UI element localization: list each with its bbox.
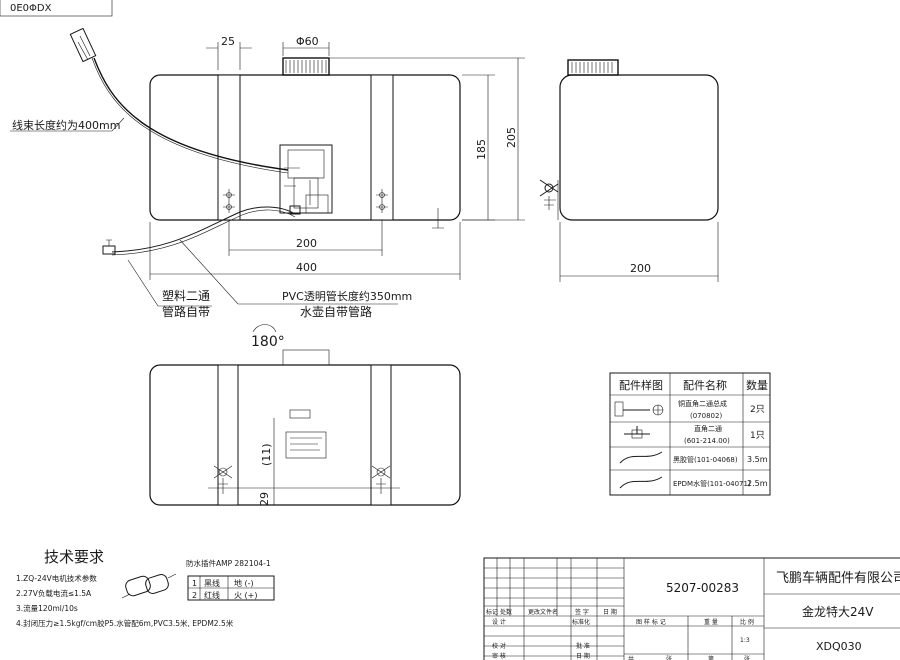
dim-strap-width: 25 <box>221 35 235 48</box>
tech-title: 技术要求 <box>44 548 104 566</box>
title-block: 标记 处数 更改文件名 签 字 日 期 设 计 校 对 审 核 标准化 批 准 … <box>483 557 900 660</box>
wire-1-color: 黑线 <box>204 578 220 588</box>
part-icon-epdm-hose <box>619 476 663 489</box>
dim-bottom-11: (11) <box>260 443 273 466</box>
strap-left-bottom <box>217 364 239 506</box>
part-2-code: (601-214.00) <box>684 437 730 445</box>
part-2-name: 直角二通 <box>694 424 722 433</box>
callout-tee-1: 塑料二通 <box>162 288 210 303</box>
bottom-view: 180° (11) 29 <box>149 324 461 506</box>
filler-cap-bottom <box>282 349 330 366</box>
label-plate <box>285 431 327 459</box>
tb-row-review: 审 核 <box>492 652 506 660</box>
dim-length-400: 400 <box>296 261 317 274</box>
strap-right-bottom <box>370 364 392 506</box>
dim-cap-diameter: Φ60 <box>296 35 319 48</box>
tb-drawing-no: 5207-00283 <box>666 581 739 595</box>
wire-2-label: 火 (+) <box>234 591 258 600</box>
tb-row-design: 设 计 <box>492 618 506 626</box>
dim-length-200: 200 <box>296 237 317 250</box>
tb-stage-label: 图 样 标 记 <box>636 618 666 626</box>
callout-pvc-1: PVC透明管长度约350mm <box>282 289 412 303</box>
tank-body-bottom <box>149 364 461 506</box>
tb-header-1: 标记 <box>486 608 498 616</box>
tb-sheet-4: 张 <box>744 655 750 660</box>
dim-height-185: 185 <box>475 139 488 160</box>
part-icon-copper-tee <box>614 401 664 417</box>
tb-product: 金龙特大24V <box>802 604 874 619</box>
wire-harness <box>69 27 289 174</box>
side-bracket <box>539 179 559 220</box>
wire-1-no: 1 <box>192 579 197 588</box>
tech-item-1: 1.ZQ-24V电机技术参数 <box>16 573 97 583</box>
tb-scale-value: 1:3 <box>740 637 750 644</box>
tb-mid-date: 日 期 <box>576 652 590 660</box>
tb-weight-label: 重 量 <box>704 618 718 626</box>
wire-2-color: 红线 <box>204 590 220 600</box>
tb-header-2: 处数 <box>500 608 512 616</box>
tech-item-2: 2.27V负载电流≤1.5A <box>16 588 92 598</box>
doc-code: 0E0ΦDX <box>10 3 52 14</box>
tb-company: 飞鹏车辆配件有限公司 <box>776 570 900 586</box>
connector-icon <box>121 573 177 599</box>
doc-code-box: 0E0ΦDX <box>0 0 113 17</box>
parts-header-image: 配件样图 <box>619 378 663 392</box>
part-1-code: (070802) <box>690 412 722 420</box>
dims-front: 25 Φ60 185 205 200 400 <box>149 35 525 280</box>
tank-body-front <box>149 74 461 221</box>
part-4-name: EPDM水管(101-04071) <box>673 479 751 488</box>
callout-pvc-2: 水壶自带管路 <box>300 304 372 319</box>
tb-code: XDQ030 <box>816 640 862 653</box>
dim-bottom-29: 29 <box>258 492 271 506</box>
pump-assembly <box>279 144 333 215</box>
tb-row-check: 校 对 <box>492 642 506 650</box>
tech-item-4: 4.封闭压力≥1.5kgf/cm胶P5.水管配6m,PVC3.5米, EPDM2… <box>16 618 234 628</box>
tank-body-side <box>559 74 719 221</box>
side-view: 200 <box>539 59 719 282</box>
parts-table: 配件样图 配件名称 数量 铜直角二通总成 (070802) 2只 直角二通 (6… <box>609 372 771 496</box>
tb-sheet-1: 共 <box>628 655 634 660</box>
wire-2-no: 2 <box>192 591 197 600</box>
part-2-qty: 1只 <box>750 431 765 441</box>
callout-harness: 线束长度约为400mm <box>12 118 120 132</box>
pvc-tube <box>102 206 296 256</box>
bottom-brackets <box>213 465 391 494</box>
part-1-name: 铜直角二通总成 <box>678 399 727 408</box>
filler-cap-front <box>282 57 330 76</box>
mount-bolts-front <box>223 189 388 213</box>
tb-header-5: 日 期 <box>603 608 617 616</box>
part-icon-tee <box>624 426 650 439</box>
connector-title: 防水插件AMP 282104-1 <box>186 558 271 568</box>
part-icon-black-hose <box>619 451 663 464</box>
part-3-name: 黑胶管(101-04068) <box>673 455 738 464</box>
plastic-tee <box>102 245 116 255</box>
filler-cap-side <box>567 59 619 76</box>
tb-header-3: 更改文件名 <box>528 608 558 616</box>
dim-height-205: 205 <box>505 127 518 148</box>
part-4-qty: 2.5m <box>747 479 768 488</box>
tb-header-4: 签 字 <box>575 608 589 616</box>
front-view: 25 Φ60 185 205 200 400 线束长度约为400mm 塑料二通 … <box>10 27 525 319</box>
rotate-arrow-icon <box>252 324 277 333</box>
rotate-180-label: 180° <box>251 334 285 350</box>
tb-mid-std: 标准化 <box>572 618 590 626</box>
callouts: 线束长度约为400mm 塑料二通 管路自带 PVC透明管长度约350mm 水壶自… <box>10 117 412 319</box>
parts-header-qty: 数量 <box>746 379 768 392</box>
tb-sheet-2: 张 <box>666 655 672 660</box>
tb-mid-approve: 批 准 <box>576 642 590 650</box>
tech-requirements: 技术要求 1.ZQ-24V电机技术参数 2.27V负载电流≤1.5A 3.流量1… <box>16 548 275 628</box>
dim-side-width: 200 <box>630 262 651 275</box>
tb-scale-label: 比 例 <box>740 618 754 626</box>
parts-header-name: 配件名称 <box>683 378 727 392</box>
callout-tee-2: 管路自带 <box>162 304 210 319</box>
tech-item-3: 3.流量120ml/10s <box>16 603 78 613</box>
part-1-qty: 2只 <box>750 405 765 415</box>
label-plate-small <box>289 409 311 419</box>
part-3-qty: 3.5m <box>747 455 768 464</box>
tb-sheet-3: 第 <box>708 655 714 660</box>
wire-1-label: 地 (-) <box>234 578 254 588</box>
